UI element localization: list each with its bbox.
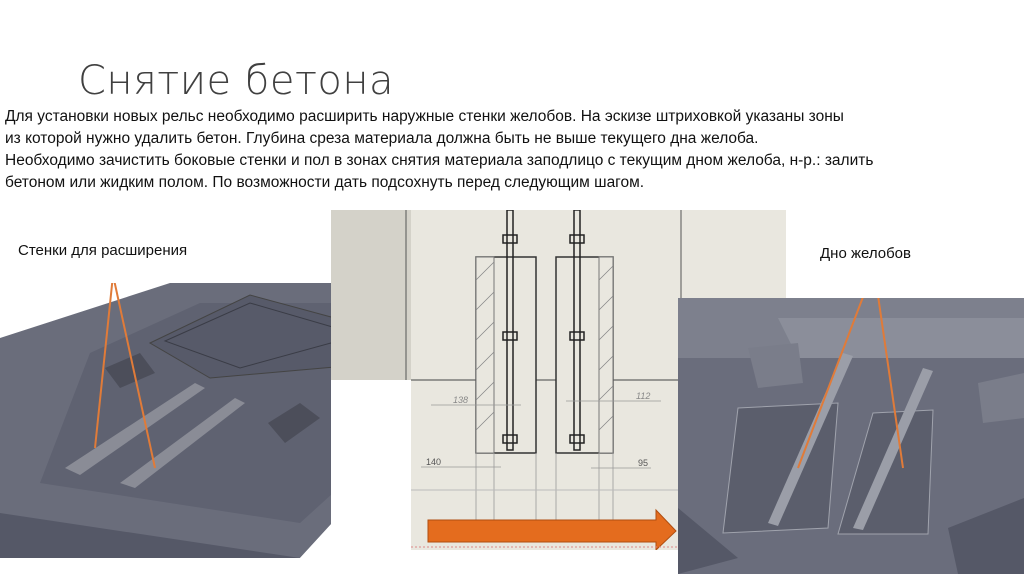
slide-title: Снятие бетона [78,58,395,104]
dim-138: 138 [453,395,468,405]
dim-140: 140 [426,457,441,467]
paragraph-line: Для установки новых рельс необходимо рас… [5,108,844,125]
label-walls-to-widen: Стенки для расширения [18,242,188,259]
label-trough-bottom: Дно желобов [820,245,911,262]
dim-112: 112 [636,391,650,401]
direction-arrow [427,508,677,550]
annotation-arrow [113,283,156,469]
paragraph-line: из которой нужно удалить бетон. Глубина … [5,130,759,147]
slide-paragraph: Для установки новых рельс необходимо рас… [5,106,873,194]
annotation-arrow [797,298,864,469]
paragraph-line: бетоном или жидким полом. По возможности… [5,174,645,191]
dim-95: 95 [638,458,648,468]
annotation-arrow [877,298,904,469]
paragraph-line: Необходимо зачистить боковые стенки и по… [5,152,874,169]
annotation-arrow [94,283,114,449]
right-render-image [678,298,1024,574]
